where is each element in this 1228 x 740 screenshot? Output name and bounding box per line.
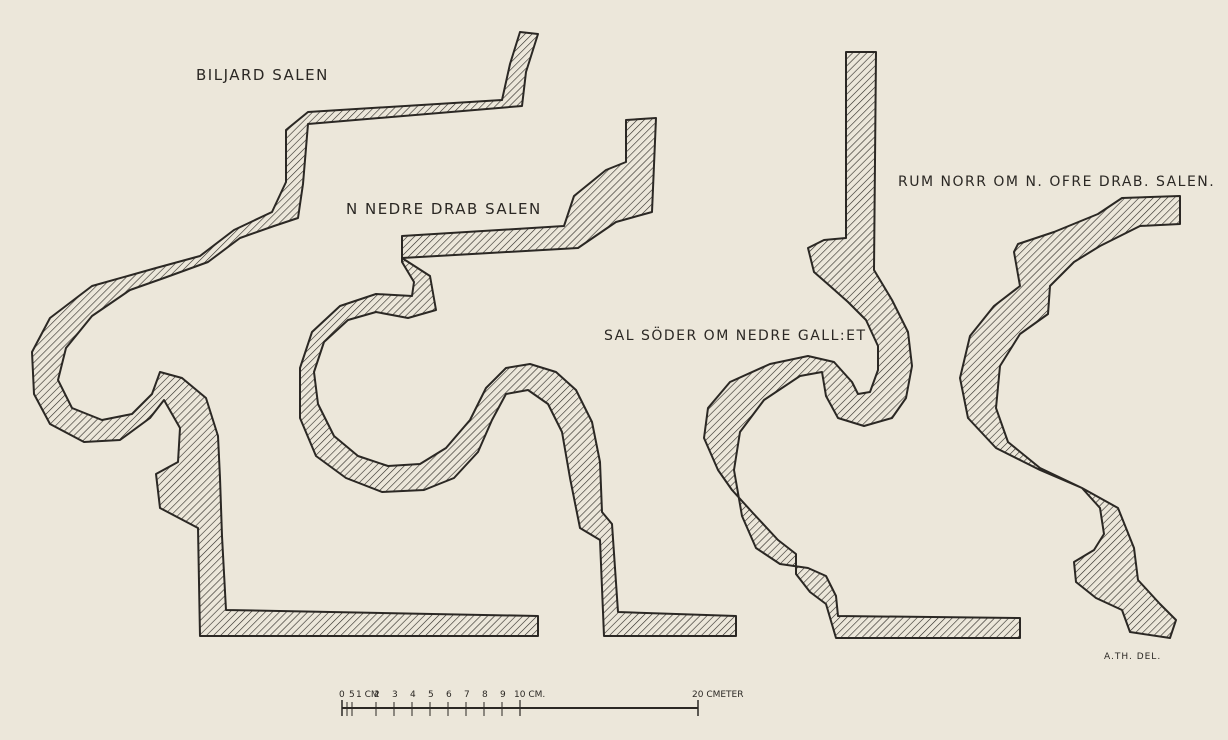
scale-tick-5: 5 xyxy=(428,690,434,700)
scale-tick-0: 0 xyxy=(339,690,345,700)
scale-tick-5mm: 5 xyxy=(349,690,355,700)
signature: A.TH. DEL. xyxy=(1104,652,1162,662)
label-sal-soder: SAL SÖDER OM NEDRE GALL:ET xyxy=(604,328,867,344)
profile-rum-norr xyxy=(959,195,1181,639)
profile-nedre-drab-salen xyxy=(299,117,737,637)
label-rum-norr: RUM NORR OM N. OFRE DRAB. SALEN. xyxy=(898,174,1216,190)
scale-tick-6: 6 xyxy=(446,690,452,700)
label-biljard-salen: BILJARD SALEN xyxy=(196,66,329,84)
scale-tick-8: 8 xyxy=(482,690,488,700)
scale-bar: 0 5 1 CM 2 3 4 5 6 7 8 9 10 CM. 20 CMETE… xyxy=(339,690,744,716)
scale-tick-7: 7 xyxy=(464,690,470,700)
label-nedre-drab-salen: N NEDRE DRAB SALEN xyxy=(346,200,542,218)
scale-tick-3: 3 xyxy=(392,690,398,700)
scale-tick-4: 4 xyxy=(410,690,416,700)
scale-tick-9: 9 xyxy=(500,690,506,700)
profile-sal-soder xyxy=(703,51,1021,639)
profile-biljard-salen xyxy=(31,31,539,637)
scale-tick-10cm: 10 CM. xyxy=(514,690,545,700)
scale-tick-1cm: 1 CM xyxy=(356,690,379,700)
scale-tick-2: 2 xyxy=(374,690,380,700)
scale-end-label: 20 CMETER xyxy=(692,690,744,700)
